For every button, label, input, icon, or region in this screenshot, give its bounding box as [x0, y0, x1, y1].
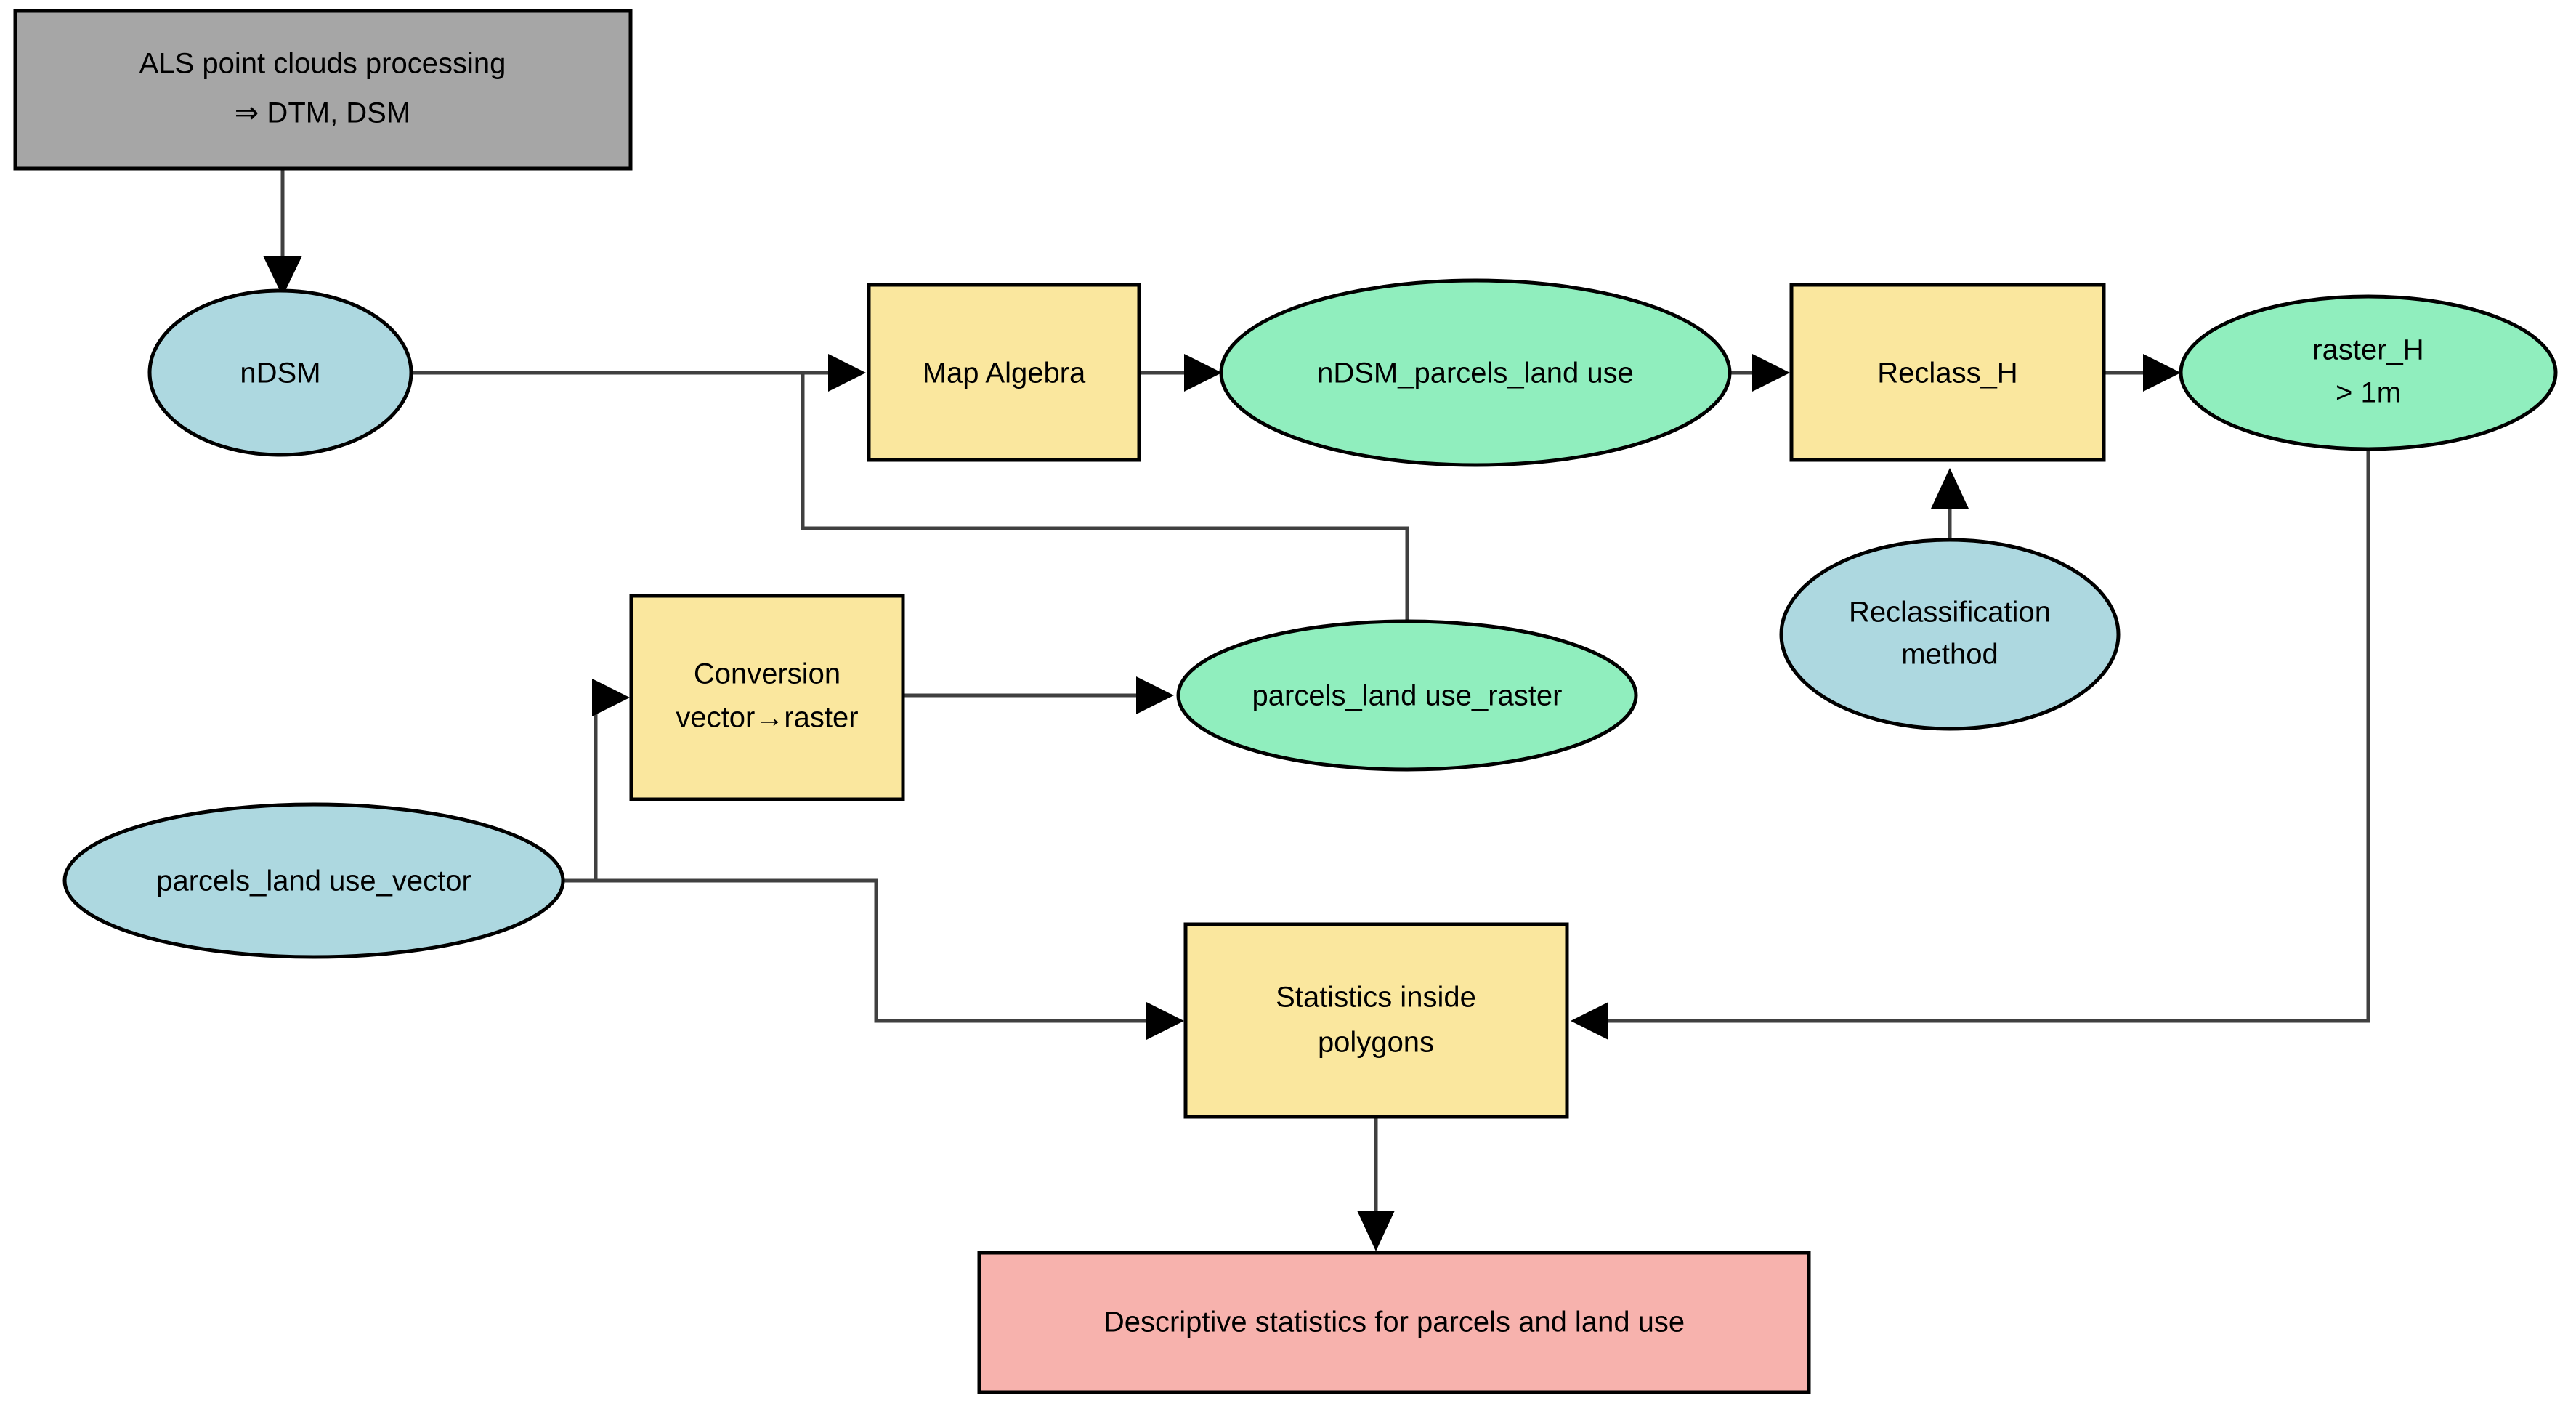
arrowhead-icon	[592, 679, 630, 716]
edge-map-algebra-to-ndsm-parcels	[1139, 354, 1222, 392]
edge-raster-h-to-statistics	[1571, 449, 2370, 1040]
edges-layer	[263, 169, 2370, 1251]
node-reclass-h[interactable]: Reclass_H	[1789, 283, 2106, 462]
edge-raster-to-map-algebra	[801, 374, 1409, 621]
als-processing-shape[interactable]	[13, 9, 633, 171]
edge-vector-to-statistics	[563, 878, 1184, 1040]
node-parcels-land-use-vector[interactable]: parcels_land use_vector	[62, 802, 565, 959]
node-parcels-land-use-raster[interactable]: parcels_land use_raster	[1176, 619, 1638, 772]
conversion-vector-raster-shape[interactable]	[629, 594, 905, 801]
node-statistics-inside-polygons[interactable]: Statistics inside polygons	[1183, 922, 1569, 1119]
edge-ndsm-parcels-to-reclass	[1730, 354, 1790, 392]
nodes-layer: ALS point clouds processing ⇒ DTM, DSM n…	[13, 9, 2558, 1394]
arrowhead-icon	[828, 354, 866, 392]
descriptive-statistics-shape[interactable]	[977, 1251, 1811, 1394]
arrowhead-icon	[263, 256, 302, 296]
statistics-inside-polygons-shape[interactable]	[1183, 922, 1569, 1119]
node-map-algebra[interactable]: Map Algebra	[867, 283, 1141, 462]
node-reclassification-method[interactable]: Reclassification method	[1779, 538, 2121, 731]
node-ndsm[interactable]: nDSM	[147, 288, 413, 457]
parcels-land-use-vector-shape[interactable]	[62, 802, 565, 959]
arrowhead-icon	[1146, 1002, 1184, 1040]
edge-method-to-reclass	[1931, 468, 1969, 541]
raster-h-shape[interactable]	[2179, 294, 2558, 451]
node-ndsm-parcels-land-use[interactable]: nDSM_parcels_land use	[1219, 278, 1732, 467]
arrowhead-icon	[2143, 354, 2181, 392]
arrowhead-icon	[1752, 354, 1790, 392]
reclass-h-shape[interactable]	[1789, 283, 2106, 462]
edge-statistics-to-descriptive	[1357, 1117, 1395, 1251]
arrowhead-icon	[1931, 468, 1969, 509]
edge-conversion-to-raster	[903, 676, 1174, 714]
node-descriptive-statistics[interactable]: Descriptive statistics for parcels and l…	[977, 1251, 1811, 1394]
arrowhead-icon	[1184, 354, 1222, 392]
ndsm-parcels-land-use-shape[interactable]	[1219, 278, 1732, 467]
arrowhead-icon	[1136, 676, 1174, 714]
map-algebra-shape[interactable]	[867, 283, 1141, 462]
node-conversion-vector-raster[interactable]: Conversion vector→raster	[629, 594, 905, 801]
edge-vector-to-conversion	[563, 679, 630, 883]
edge-reclass-to-raster-h	[2104, 354, 2181, 392]
edge-als-to-ndsm	[263, 169, 302, 296]
node-als-processing[interactable]: ALS point clouds processing ⇒ DTM, DSM	[13, 9, 633, 171]
arrowhead-icon	[1571, 1002, 1608, 1040]
arrowhead-icon	[1357, 1211, 1395, 1251]
reclassification-method-shape[interactable]	[1779, 538, 2121, 731]
ndsm-shape[interactable]	[147, 288, 413, 457]
node-raster-h[interactable]: raster_H > 1m	[2179, 294, 2558, 451]
parcels-land-use-raster-shape[interactable]	[1176, 619, 1638, 772]
edge-ndsm-to-map-algebra	[411, 354, 866, 392]
